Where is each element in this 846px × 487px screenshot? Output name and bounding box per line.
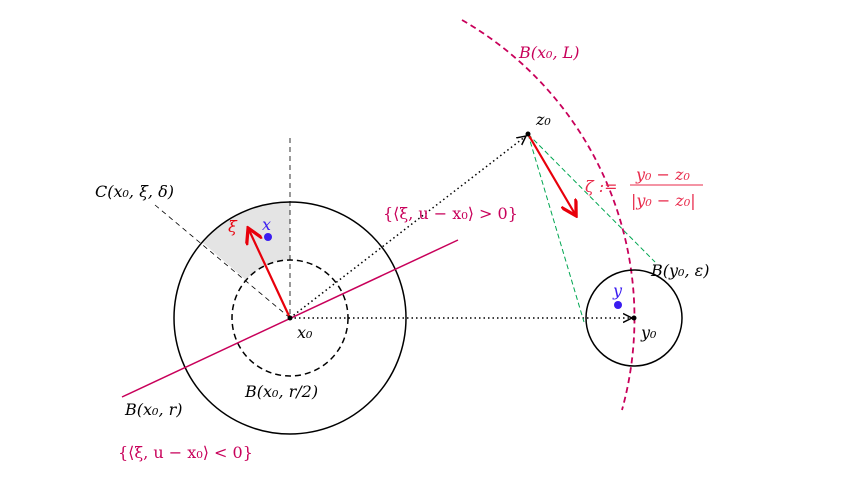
label-cone: C(x₀, ξ, δ) <box>95 182 174 201</box>
point-x <box>264 233 272 241</box>
label-halfspace-pos: {⟨ξ, u − x₀⟩ > 0} <box>383 204 518 223</box>
label-x0: x₀ <box>297 323 313 342</box>
label-zeta: ζ := <box>585 177 618 196</box>
label-x: x <box>262 215 271 234</box>
label-ball-r: B(x₀, r) <box>124 400 183 419</box>
cone-sector <box>202 201 290 280</box>
cone-edge <box>154 204 291 319</box>
segment-x0-z0 <box>289 136 526 319</box>
label-z0: z₀ <box>535 110 551 129</box>
ball-eps <box>585 269 683 367</box>
point-y0 <box>631 315 637 321</box>
label-y0: y₀ <box>640 323 657 342</box>
label-halfspace-neg: {⟨ξ, u − x₀⟩ < 0} <box>118 443 253 462</box>
label-ball-L: B(x₀, L) <box>518 43 579 62</box>
label-ball-eps: B(y₀, ε) <box>650 261 709 280</box>
label-xi: ξ <box>228 217 238 236</box>
tangent-1 <box>527 133 585 323</box>
ball-L-arc <box>461 19 636 411</box>
point-y <box>614 301 622 309</box>
point-z0 <box>525 131 531 137</box>
zeta-arrow <box>527 133 575 214</box>
label-zeta-den: |y₀ − z₀| <box>631 191 696 210</box>
label-y: y <box>612 281 623 300</box>
point-x0 <box>287 315 293 321</box>
tangent-2 <box>527 133 656 263</box>
label-ball-r-half: B(x₀, r/2) <box>244 382 318 401</box>
xi-arrow <box>249 230 291 319</box>
label-zeta-num: y₀ − z₀ <box>635 165 690 184</box>
